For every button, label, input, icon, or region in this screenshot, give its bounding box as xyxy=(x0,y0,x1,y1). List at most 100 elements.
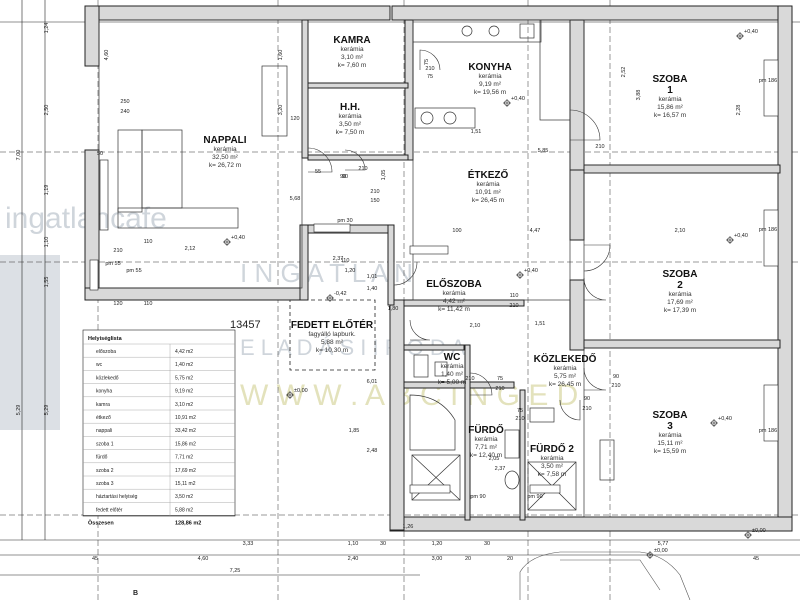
dimension-label: 2,37 xyxy=(333,256,344,262)
table-row-area: 5,88 m2 xyxy=(175,507,193,513)
room-name: SZOBA xyxy=(653,410,688,421)
dimension-label: 1,10 xyxy=(44,237,50,248)
dimension-label: 3,33 xyxy=(243,541,254,547)
dimension-label: 4,60 xyxy=(198,556,209,562)
dimension-label: 1,26 xyxy=(403,524,414,530)
level-value: +0,40 xyxy=(718,416,732,422)
dimension-label: 110 xyxy=(341,258,350,264)
dimension-label: 250 xyxy=(120,99,129,105)
room-area: 4,42 m² xyxy=(443,298,466,305)
level-value: ±0,00 xyxy=(752,528,766,534)
dimension-label: pm 55 xyxy=(105,261,120,267)
level-marker: ±0,00 xyxy=(286,388,308,399)
table-row-area: 3,50 m2 xyxy=(175,494,193,500)
room-area: 10,91 m² xyxy=(475,189,501,196)
dimension-label: pm 90 xyxy=(527,494,542,500)
table-row-name: fedett előtér xyxy=(96,507,123,513)
dimension-label: 90 xyxy=(584,396,590,402)
dimension-label: 5,29 xyxy=(44,405,50,416)
dimension-label: 100 xyxy=(452,228,461,234)
room-area: 3,50 m² xyxy=(541,463,564,470)
table-row-name: wc xyxy=(96,362,103,368)
dimension-label: 110 xyxy=(510,293,519,299)
room-perimeter: k= 10,30 m xyxy=(316,347,348,354)
room-perimeter: k= 26,45 m xyxy=(549,381,581,388)
room-material: kerámia xyxy=(474,436,498,443)
dimension-label: 5,29 xyxy=(16,405,22,416)
table-row-name: közlekedő xyxy=(96,375,119,381)
room-perimeter: k= 16,57 m xyxy=(654,112,686,119)
dimension-label: pm 186 xyxy=(759,428,777,434)
dimension-label: 1,05 xyxy=(381,170,387,181)
room-material: kerámia xyxy=(658,96,682,103)
level-marker: +0,40 xyxy=(710,416,732,427)
watermark-logo-block xyxy=(0,255,60,430)
room-area: 9,19 m² xyxy=(479,81,502,88)
dimension-label: 2,28 xyxy=(736,105,742,116)
dimension-label: 120 xyxy=(290,116,299,122)
dimension-label: 30 xyxy=(380,541,386,547)
table-row-area: 10,91 m2 xyxy=(175,415,196,421)
room-area: 3,10 m² xyxy=(341,54,364,61)
table-row-area: 9,19 m2 xyxy=(175,389,193,395)
table-row-name: étkező xyxy=(96,415,111,421)
room-material: kerámia xyxy=(553,365,577,372)
dimension-label: 45 xyxy=(753,556,759,562)
dimension-label: 240 xyxy=(120,109,129,115)
room-number: 1 xyxy=(667,85,673,96)
table-row-area: 3,10 m2 xyxy=(175,402,193,408)
table-row-area: 4,42 m2 xyxy=(175,349,193,355)
level-value: +0,40 xyxy=(511,96,525,102)
dimension-label: 210 xyxy=(509,303,518,309)
dimension-label: 45 xyxy=(92,556,98,562)
watermark: ingatlancafe I N G A T L A N E L A D Á S… xyxy=(0,202,578,430)
fedett-eloter-outline xyxy=(289,299,376,371)
room-name: KONYHA xyxy=(468,62,511,73)
dimension-label: 1,80 xyxy=(388,306,399,312)
dimension-label: 7,00 xyxy=(16,150,22,161)
dimension-label: 7,25 xyxy=(230,568,241,574)
level-marker: +0,40 xyxy=(736,29,758,40)
kitchen-counter xyxy=(412,19,571,129)
level-value: ±0,00 xyxy=(654,548,668,554)
dimension-label: 75 xyxy=(424,59,430,65)
table-row-area: 15,86 m2 xyxy=(175,441,196,447)
dimension-label: 3,20 xyxy=(278,105,284,116)
table-row-name: nappali xyxy=(96,428,112,434)
room-material: kerámia xyxy=(338,113,362,120)
windows xyxy=(89,59,779,494)
room-area: 15,86 m² xyxy=(657,104,683,111)
dimension-label: 210 xyxy=(582,406,591,412)
dimension-label: pm 186 xyxy=(759,227,777,233)
dimension-label: 1,24 xyxy=(44,23,50,34)
table-row-name: konyha xyxy=(96,389,112,395)
level-value: +0,40 xyxy=(734,233,748,239)
room-material: kerámia xyxy=(213,146,237,153)
dimension-label: 30 xyxy=(484,541,490,547)
dimension-label: 5,68 xyxy=(290,196,301,202)
dimension-label: pm 30 xyxy=(337,218,352,224)
dimension-label: 2,50 xyxy=(44,105,50,116)
room-material: kerámia xyxy=(658,432,682,439)
table-total-value: 128,86 m2 xyxy=(175,521,201,527)
room-area: 3,50 m² xyxy=(339,121,362,128)
level-marker: +0,40 xyxy=(223,235,245,246)
table-row-area: 17,69 m2 xyxy=(175,468,196,474)
room-name: KÖZLEKEDŐ xyxy=(534,352,597,365)
room-perimeter: k= 19,56 m xyxy=(474,89,506,96)
level-markers: +0,40+0,40+0,40-0,42±0,00+0,40+0,40+0,40… xyxy=(223,29,766,559)
room-material: kerámia xyxy=(478,73,502,80)
dimension-label: 120 xyxy=(113,301,122,307)
dimension-label: 2,52 xyxy=(621,67,627,78)
dimension-label: 1,60 xyxy=(278,50,284,61)
table-total-label: Összesen xyxy=(88,520,114,527)
dimension-label: 3,88 xyxy=(636,90,642,101)
room-name: WC xyxy=(444,352,461,363)
